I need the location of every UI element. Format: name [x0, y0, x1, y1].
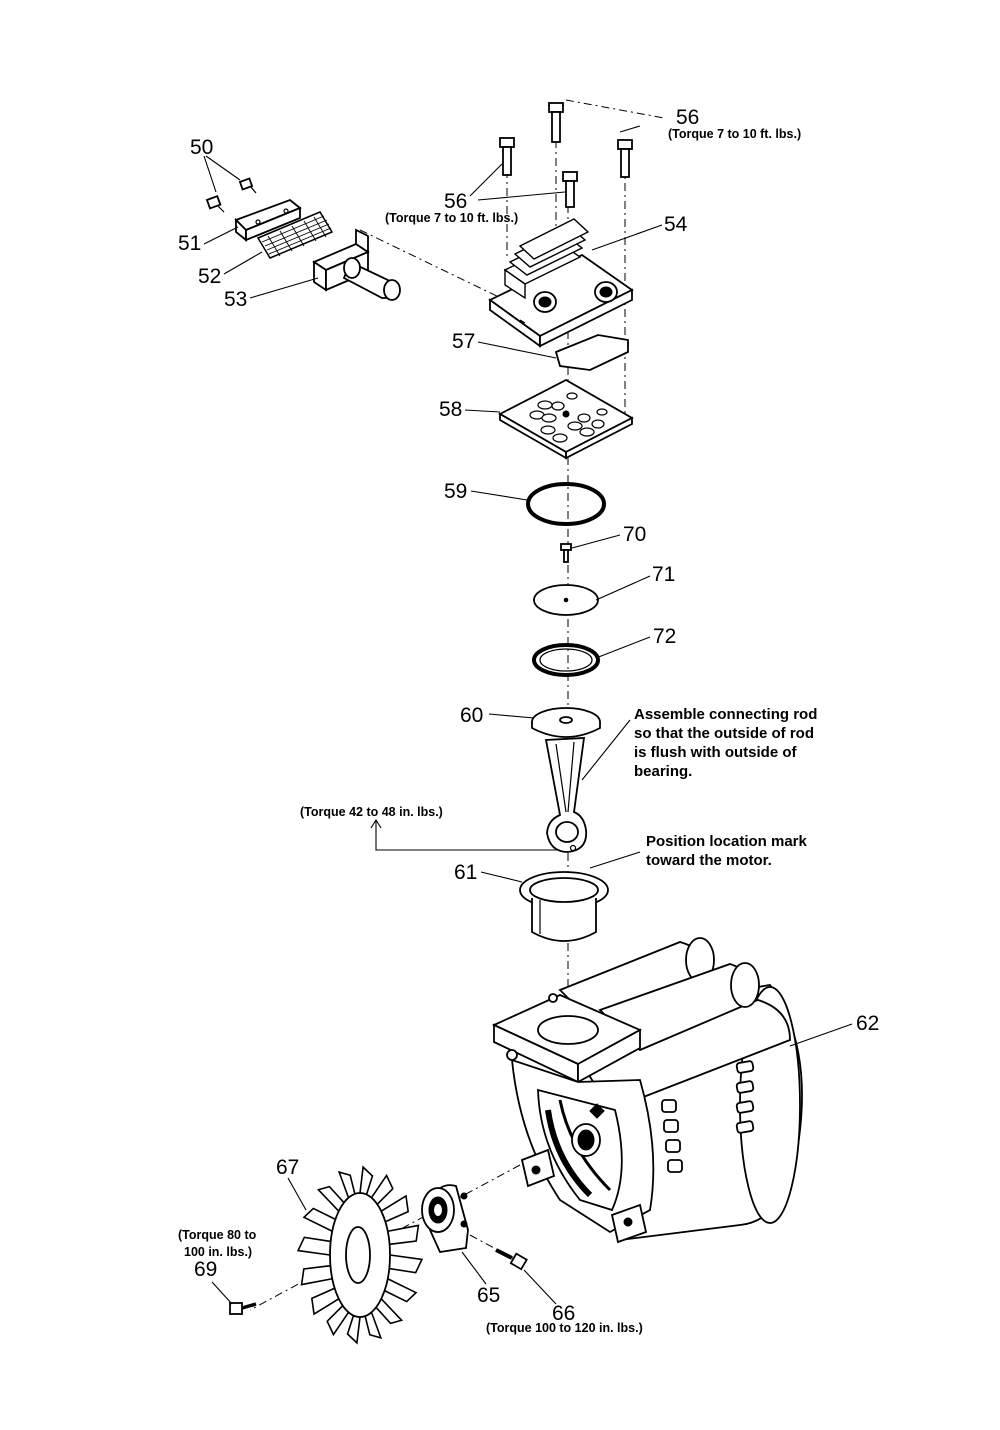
label-52: 52 [198, 265, 221, 288]
bearing-61 [519, 871, 609, 942]
part-number-labels: 56 50 56 54 51 52 53 57 58 59 70 71 72 6… [178, 106, 879, 1325]
label-70: 70 [623, 523, 646, 546]
label-53: 53 [224, 288, 247, 311]
fan-blade [302, 1207, 337, 1233]
screw-70 [560, 543, 572, 563]
label-50: 50 [190, 136, 213, 159]
label-57: 57 [452, 330, 475, 353]
hex-bolt-icon [495, 1248, 528, 1271]
label-60: 60 [460, 704, 483, 727]
fan-icon [296, 1165, 424, 1345]
note-location-mark-2: toward the motor. [646, 852, 772, 869]
label-71: 71 [652, 563, 675, 586]
label-65: 65 [477, 1284, 500, 1307]
fan-blade [296, 1236, 332, 1256]
hex-bolt-icon [499, 137, 515, 176]
connecting-rod-60 [531, 707, 601, 853]
filter-element-52 [256, 211, 334, 259]
label-66: 66 [552, 1302, 575, 1325]
eccentric-65 [421, 1184, 469, 1253]
fan-blade [388, 1254, 424, 1274]
filter-cover-51 [234, 198, 302, 242]
fan-blade [386, 1224, 420, 1246]
retainer-disc-71 [533, 584, 599, 616]
valve-plate-58 [498, 378, 634, 460]
motor-icon [491, 937, 803, 1244]
leader-lines [203, 99, 853, 1305]
label-51: 51 [178, 232, 201, 255]
o-ring-59 [526, 482, 606, 526]
label-67: 67 [276, 1156, 299, 1179]
fan-blade [310, 1287, 340, 1316]
hex-bolt-icon [562, 171, 578, 208]
head-bolts-56 [499, 102, 633, 208]
cylinder-head-54 [488, 218, 634, 348]
fan-blade [380, 1194, 410, 1223]
note-connecting-rod-2: so that the outside of rod [634, 725, 814, 742]
fan-blade [359, 1165, 374, 1196]
fan-blade [300, 1264, 334, 1286]
head-gasket-57 [554, 334, 629, 371]
note-connecting-rod-4: bearing. [634, 763, 692, 780]
note-torque-69-2: 100 in. lbs.) [184, 1245, 252, 1259]
piston-ring-72 [532, 643, 600, 677]
hex-bolt-icon [617, 139, 633, 178]
note-torque-69-1: (Torque 80 to [178, 1228, 257, 1242]
note-connecting-rod-3: is flush with outside of [634, 744, 798, 761]
label-59: 59 [444, 480, 467, 503]
label-69: 69 [194, 1258, 217, 1281]
filter-housing-53 [312, 228, 401, 301]
label-62: 62 [856, 1012, 879, 1035]
label-61: 61 [454, 861, 477, 884]
note-torque-66: (Torque 100 to 120 in. lbs.) [486, 1321, 643, 1335]
note-location-mark-1: Position location mark [646, 833, 808, 850]
label-72: 72 [653, 625, 676, 648]
note-torque-rod: (Torque 42 to 48 in. lbs.) [300, 805, 443, 819]
screw-pair-50 [205, 177, 257, 213]
note-torque-56-top: (Torque 7 to 10 ft. lbs.) [668, 127, 801, 141]
fan-blade [383, 1277, 418, 1303]
hex-bolt-icon [229, 1302, 257, 1315]
label-56-top: 56 [676, 106, 699, 129]
fan-blade [346, 1314, 361, 1345]
note-torque-56-left: (Torque 7 to 10 ft. lbs.) [385, 211, 518, 225]
label-54: 54 [664, 213, 688, 236]
hex-bolt-icon [548, 102, 564, 143]
assembly-notes: (Torque 7 to 10 ft. lbs.) (Torque 7 to 1… [178, 127, 817, 1335]
note-connecting-rod-1: Assemble connecting rod [634, 706, 817, 723]
label-58: 58 [439, 398, 462, 421]
label-56-left: 56 [444, 190, 467, 213]
